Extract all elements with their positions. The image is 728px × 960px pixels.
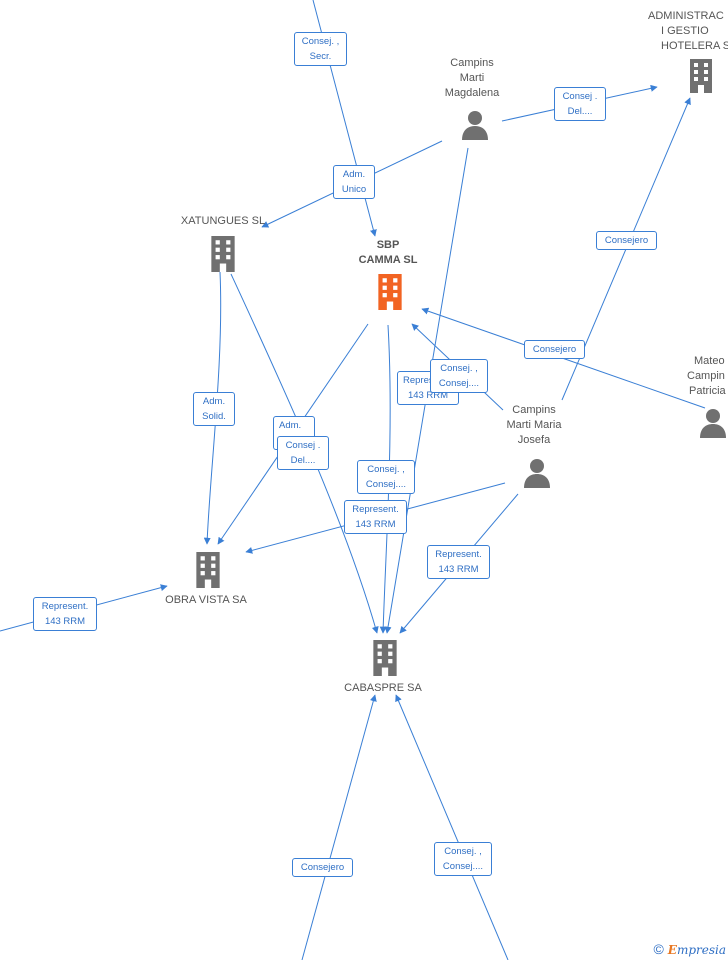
edge-label-line: Consej. , (444, 846, 482, 857)
edge-label-line: Adm. (342, 169, 366, 180)
edge-label-line: Represent. (41, 601, 89, 612)
node-label-line: Magdalena (444, 87, 500, 99)
node-campins-marti-magdalena[interactable]: Campins Marti Magdalena (432, 56, 512, 101)
edge-label-line: Represent. (352, 504, 399, 515)
edge-label-consejero-admin[interactable]: Consejero (596, 231, 657, 250)
person-icon[interactable] (460, 110, 490, 140)
building-icon[interactable] (373, 274, 407, 310)
node-label-line: Patricia (689, 385, 726, 397)
edge-bottom-left-to-cabaspre (301, 694, 377, 960)
brand-name: mpresia (676, 943, 726, 957)
edge-label-line: Consej. , (440, 363, 478, 374)
edge-label-consej-del-mid[interactable]: Consej . Del.... (277, 436, 329, 470)
edge-label-line: Del.... (567, 106, 593, 117)
node-label-line: Campins (450, 57, 494, 69)
edge-label-consej-consej-bottom[interactable]: Consej. , Consej.... (434, 842, 492, 876)
node-label-line: Josefa (517, 434, 551, 446)
building-icon[interactable] (191, 552, 225, 588)
node-obra-vista-sa[interactable]: OBRA VISTA SA (151, 593, 261, 608)
node-sbp-camma-sl[interactable]: SBP CAMMA SL (343, 238, 433, 268)
edge-label-line: Secr. (309, 51, 332, 62)
node-campins-marti-maria-josefa[interactable]: Campins Marti Maria Josefa (494, 403, 574, 448)
person-icon[interactable] (698, 408, 728, 438)
node-label-line: SBP (376, 239, 400, 251)
person-icon[interactable] (522, 458, 552, 488)
edge-label-adm-solid[interactable]: Adm. Solid. (193, 392, 235, 426)
node-label-line: HOTELERA S (661, 40, 728, 52)
edge-label-consej-consej-mid[interactable]: Consej. , Consej.... (357, 460, 415, 494)
building-icon[interactable] (206, 236, 240, 272)
edge-label-consej-consej-sbp[interactable]: Consej. , Consej.... (430, 359, 488, 393)
edge-label-line: Consejero (300, 862, 345, 873)
edge-label-consej-secr[interactable]: Consej. , Secr. (294, 32, 347, 66)
edge-label-line: Consej.... (442, 861, 484, 872)
edge-label-line: Del.... (290, 455, 316, 466)
node-label-line: ADMINISTRAC (648, 10, 724, 22)
edge-label-line: Represent. (435, 549, 482, 560)
edge-label-line: Consej.... (438, 378, 480, 389)
edge-label-line: Adm. (279, 420, 302, 431)
node-label-line: Campin (687, 370, 725, 382)
edge-label-line: 143 RRM (438, 564, 479, 575)
edge-bottom-right-to-cabaspre (395, 694, 509, 960)
node-administrac[interactable]: ADMINISTRAC I GESTIO HOTELERA S (648, 9, 728, 54)
copyright-symbol: © (653, 941, 664, 957)
building-icon[interactable] (686, 59, 716, 93)
edge-label-adm-unico[interactable]: Adm. Unico (333, 165, 375, 199)
edge-label-represent-mid[interactable]: Represent. 143 RRM (344, 500, 407, 534)
building-icon[interactable] (368, 640, 402, 676)
node-mateo-campin-patricia[interactable]: Mateo Campin Patricia (680, 354, 728, 399)
edge-label-line: Consej. , (301, 36, 340, 47)
node-label-line: Marti Maria (506, 419, 562, 431)
edge-label-line: 143 RRM (44, 616, 86, 627)
edge-label-consejero-bottom[interactable]: Consejero (292, 858, 353, 877)
brand-initial: E (667, 943, 677, 957)
edge-label-represent-left[interactable]: Represent. 143 RRM (33, 597, 97, 631)
edge-label-consej-del-top[interactable]: Consej . Del.... (554, 87, 606, 121)
edge-label-line: Adm. (202, 396, 226, 407)
node-label-line: CABASPRE SA (344, 682, 422, 694)
edge-label-consejero-mateo[interactable]: Consejero (524, 340, 585, 359)
node-label-line: OBRA VISTA SA (165, 594, 247, 606)
node-label-line: CAMMA SL (358, 254, 418, 266)
edge-label-line: Repres (403, 375, 434, 386)
node-label-line: Mateo (694, 355, 725, 367)
node-xatungues-sl[interactable]: XATUNGUES SL (168, 214, 278, 229)
empresia-logo: ©Empresia (653, 941, 726, 957)
node-label-line: Marti (459, 72, 485, 84)
edge-label-line: Solid. (202, 411, 226, 422)
node-label-line: Campins (512, 404, 556, 416)
node-label-line: XATUNGUES SL (180, 215, 266, 227)
edge-label-line: Consej . (285, 440, 321, 451)
node-cabaspre-sa[interactable]: CABASPRE SA (328, 681, 438, 696)
edge-label-line: 143 RRM (355, 519, 396, 530)
edge-label-line: 143 RRM (407, 390, 449, 401)
edge-label-line: Consej . (562, 91, 598, 102)
edge-label-line: Unico (341, 184, 367, 195)
edge-label-line: Consejero (532, 344, 577, 355)
edge-label-represent-josefa[interactable]: Represent. 143 RRM (427, 545, 490, 579)
edge-label-line: Consej. , (367, 464, 405, 475)
node-label-line: I GESTIO (661, 25, 709, 37)
edge-label-line: Consejero (604, 235, 649, 246)
edge-label-line: Consej.... (365, 479, 407, 490)
